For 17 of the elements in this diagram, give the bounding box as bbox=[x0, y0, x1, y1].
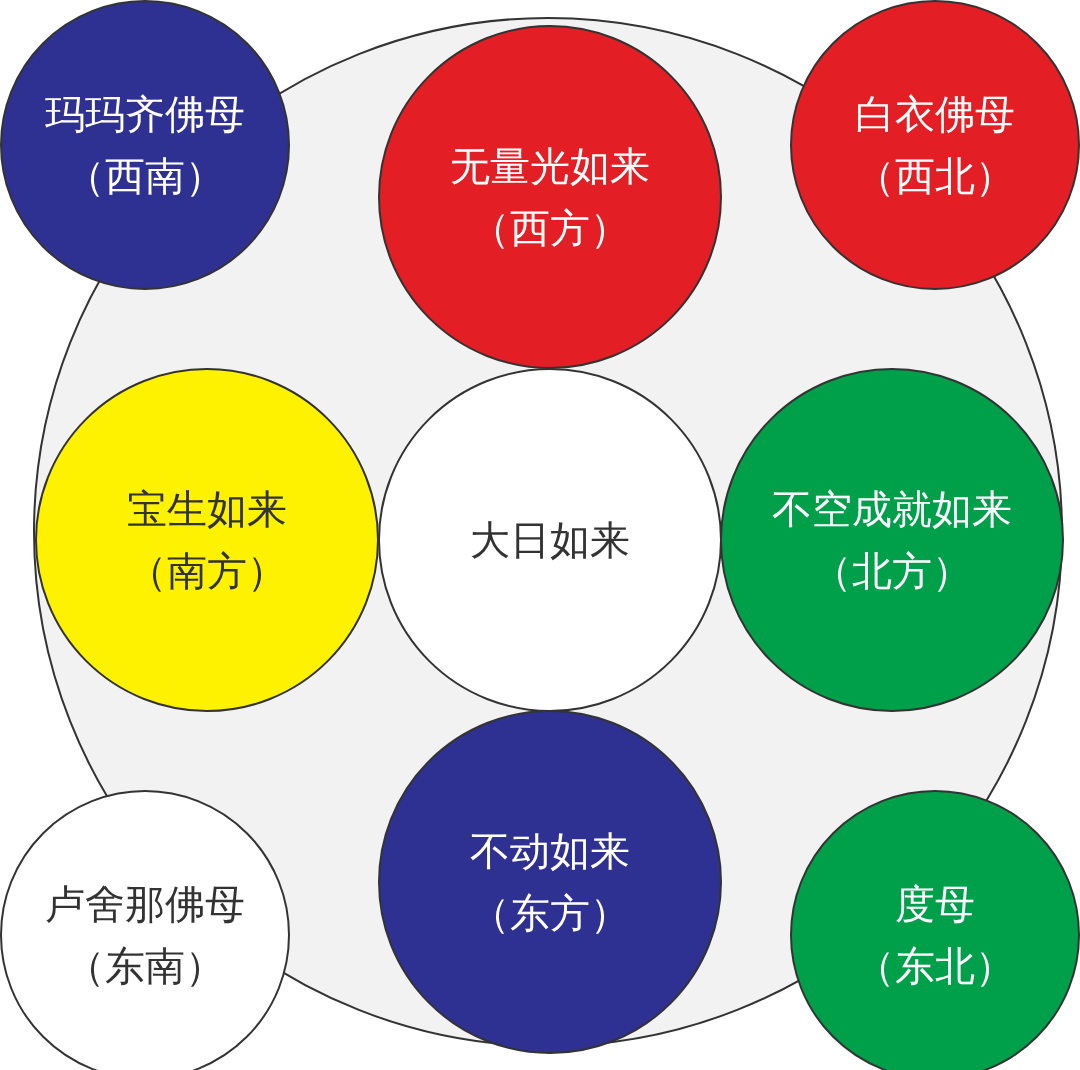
deity-name: 不动如来 bbox=[470, 827, 630, 876]
deity-name: 大日如来 bbox=[470, 516, 630, 565]
direction-label: （东南） bbox=[65, 942, 225, 991]
direction-label: （东北） bbox=[855, 942, 1015, 991]
deity-name: 白衣佛母 bbox=[855, 90, 1015, 139]
deity-name: 度母 bbox=[895, 880, 975, 929]
deity-name: 宝生如来 bbox=[127, 485, 287, 534]
deity-name: 不空成就如来 bbox=[772, 485, 1012, 534]
direction-label: （西北） bbox=[855, 152, 1015, 201]
deity-name: 玛玛齐佛母 bbox=[45, 90, 245, 139]
direction-label: （西方） bbox=[470, 204, 630, 253]
deity-name: 卢舍那佛母 bbox=[45, 880, 245, 929]
direction-label: （东方） bbox=[470, 889, 630, 938]
direction-label: （南方） bbox=[127, 547, 287, 596]
direction-label: （北方） bbox=[812, 547, 972, 596]
deity-name: 无量光如来 bbox=[450, 142, 650, 191]
direction-label: （西南） bbox=[65, 152, 225, 201]
